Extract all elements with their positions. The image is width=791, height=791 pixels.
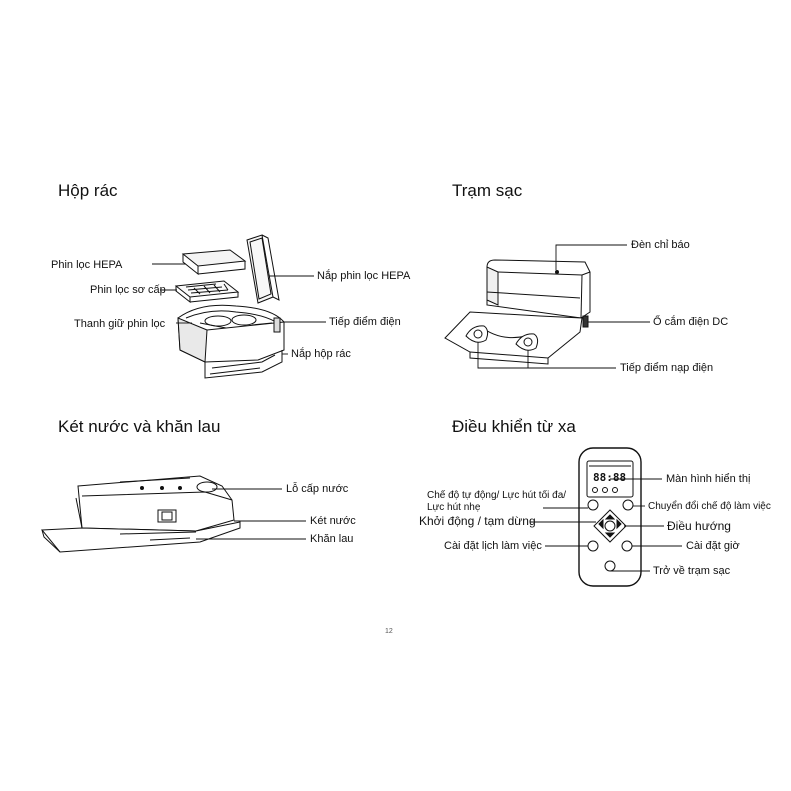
label-contact: Tiếp điểm điện	[329, 316, 401, 328]
water-tank-title: Két nước và khăn lau	[58, 417, 221, 436]
label-mode-line1: Chế độ tự động/ Lực hút tối đa/	[427, 490, 567, 501]
label-hepa-cover: Nắp phin lọc HEPA	[317, 270, 411, 282]
label-dc-socket: Ổ cắm điện DC	[653, 316, 729, 328]
remote-display-text: 88:88	[593, 471, 627, 484]
label-filter-holder: Thanh giữ phin lọc	[74, 318, 166, 330]
label-start-pause: Khởi động / tạm dừng	[419, 514, 536, 528]
label-water-inlet: Lỗ cấp nước	[286, 483, 349, 495]
label-bin-cover: Nắp hộp rác	[291, 348, 351, 360]
water-tank-illustration	[40, 475, 241, 553]
label-tank: Két nước	[310, 515, 356, 527]
dustbin-illustration	[174, 234, 285, 379]
label-hepa-filter: Phin lọc HEPA	[51, 259, 123, 271]
label-direction: Điều hướng	[667, 519, 731, 533]
label-charge-contacts: Tiếp điểm nạp điện	[620, 362, 714, 374]
dock-title: Trạm sạc	[452, 181, 523, 200]
page-number: 12	[385, 628, 393, 635]
label-switch-mode: Chuyển đổi chế độ làm việc	[648, 501, 771, 512]
label-set-time: Cài đặt giờ	[686, 540, 740, 552]
dock-illustration	[444, 259, 591, 365]
remote-illustration	[578, 447, 642, 587]
dustbin-title: Hộp rác	[58, 181, 118, 200]
remote-title: Điều khiển từ xa	[452, 417, 576, 436]
label-pre-filter: Phin lọc sơ cấp	[90, 284, 166, 296]
label-return-dock: Trở về trạm sạc	[653, 565, 731, 577]
leader-lines	[152, 244, 682, 572]
label-indicator: Đèn chỉ báo	[631, 239, 690, 251]
label-mode-line2: Lực hút nhẹ	[427, 502, 481, 513]
label-schedule: Cài đặt lịch làm việc	[444, 540, 542, 552]
label-mop: Khăn lau	[310, 533, 354, 545]
label-screen: Màn hình hiển thị	[666, 473, 751, 485]
